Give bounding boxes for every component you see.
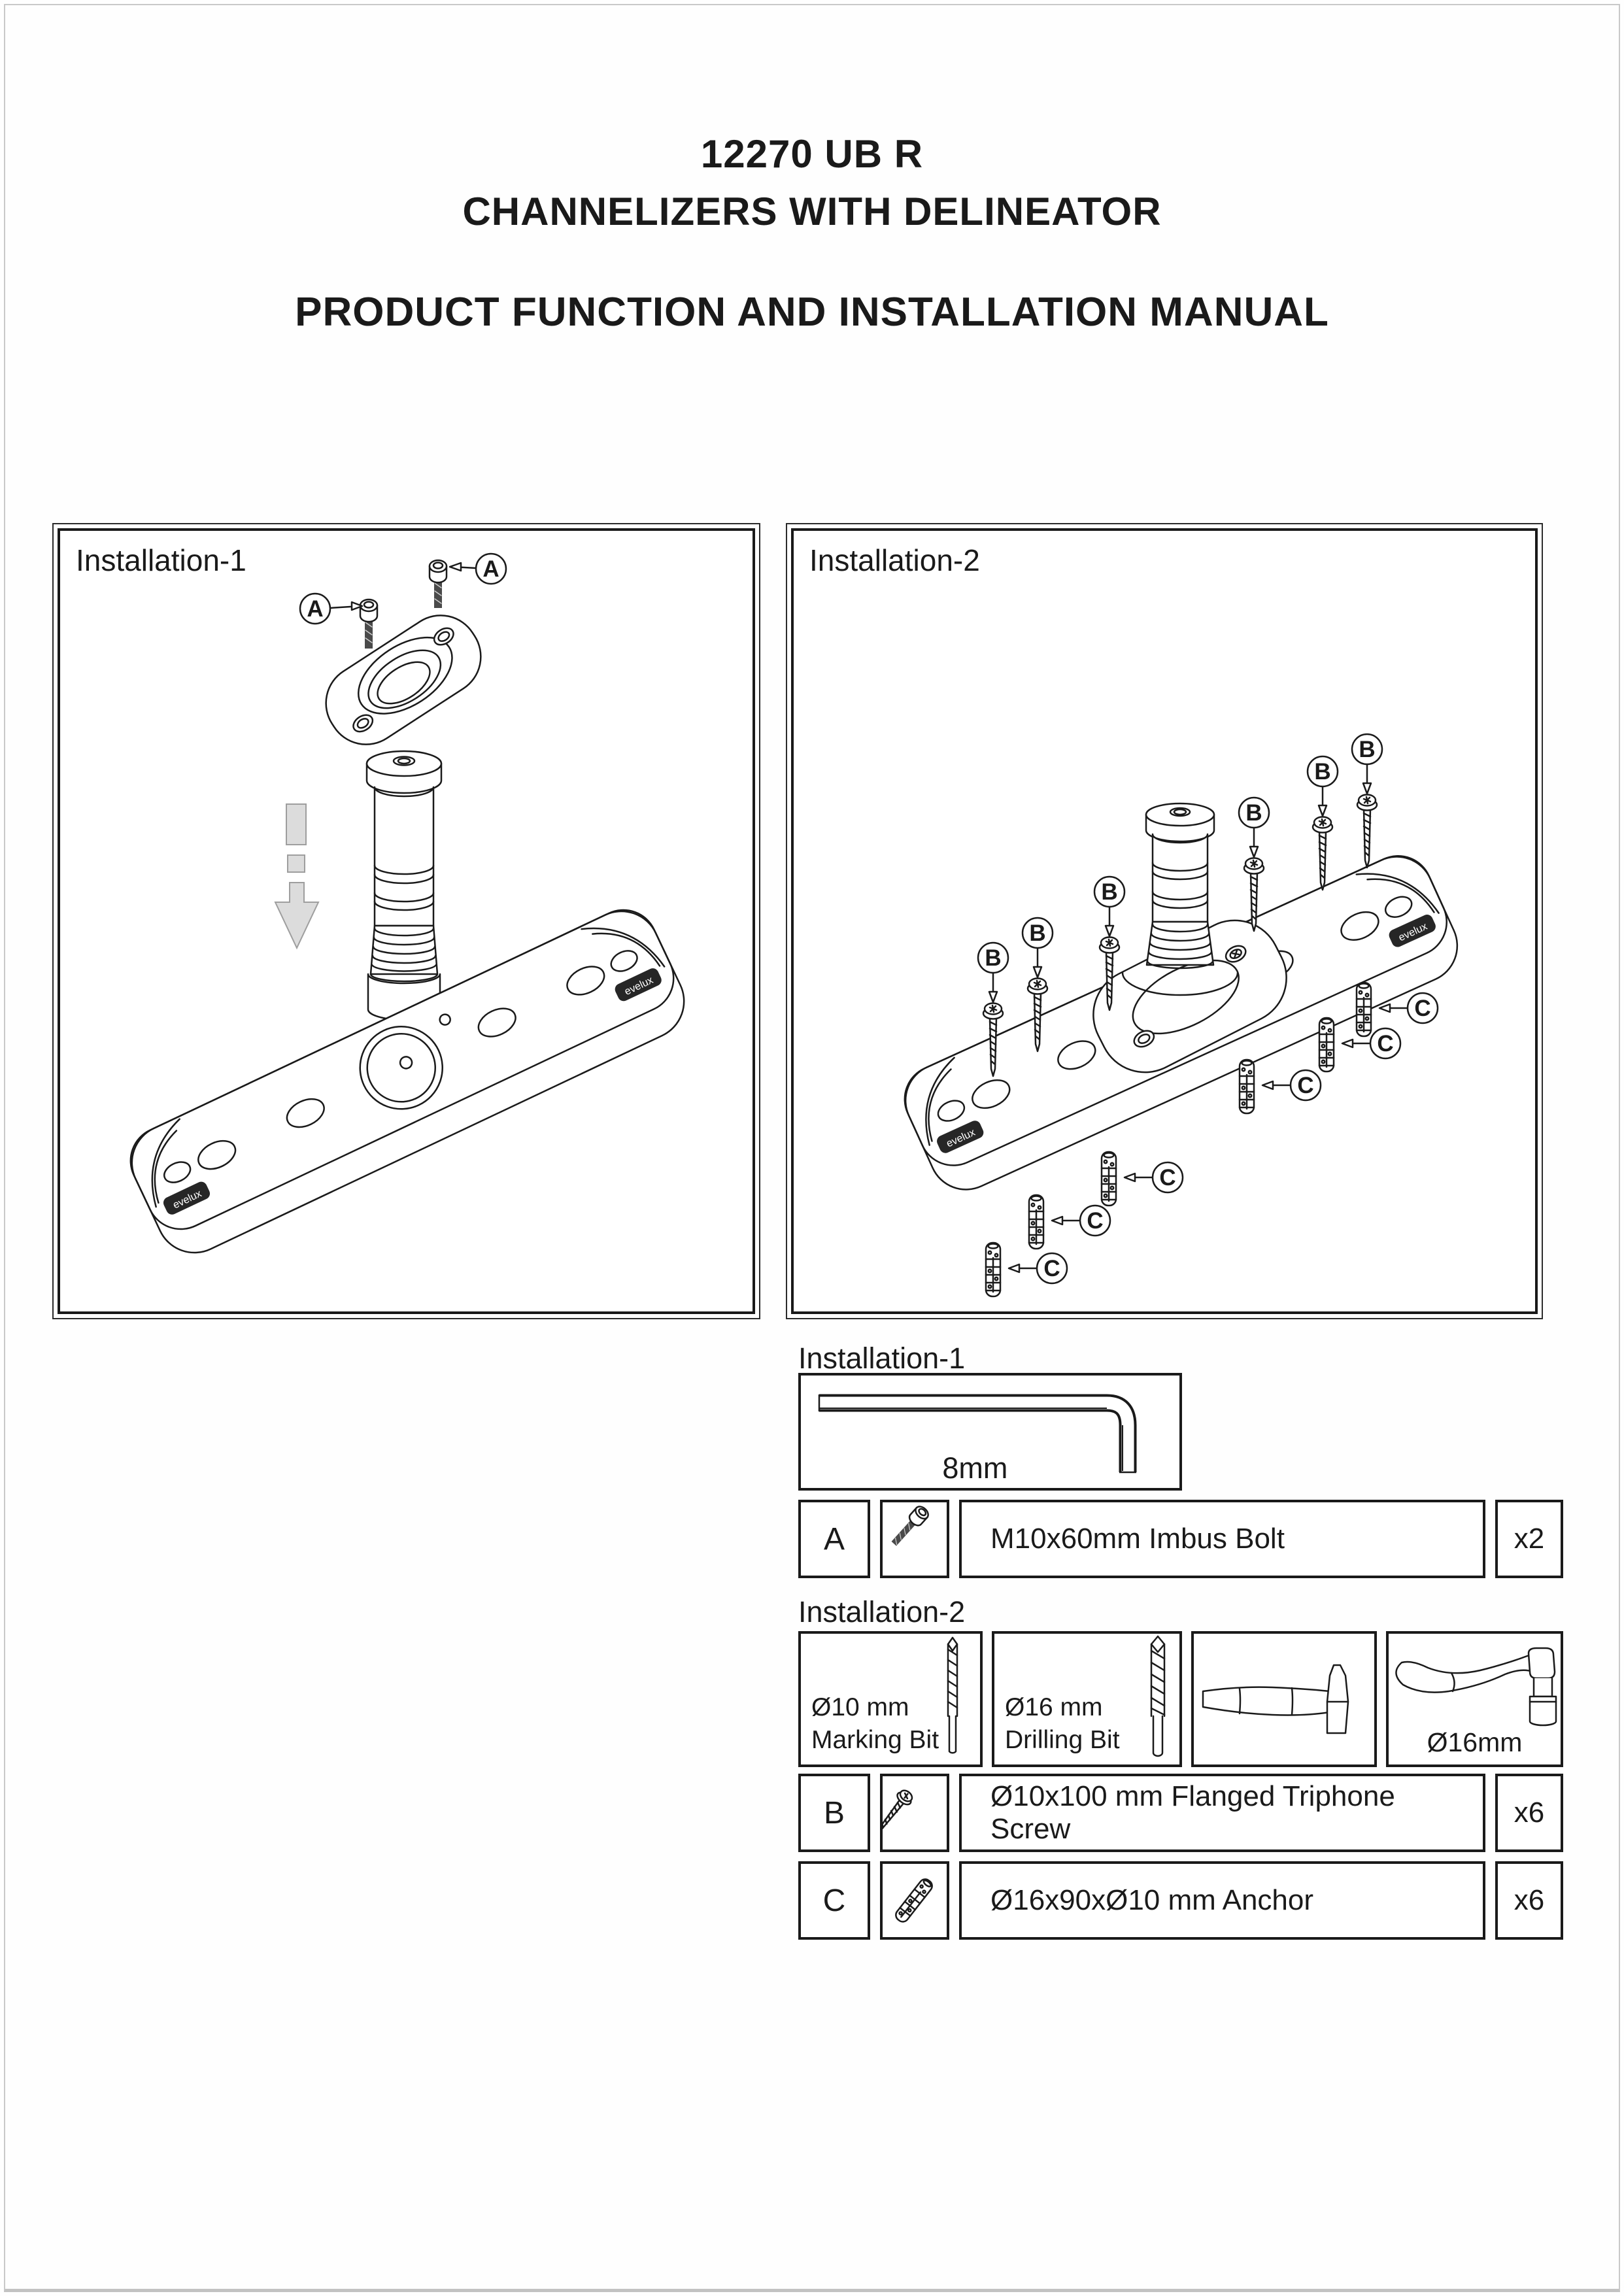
svg-text:B: B: [1359, 737, 1375, 762]
delineator-post-drawing: [1121, 802, 1239, 996]
svg-text:B: B: [1314, 759, 1330, 785]
callout-a-2-letter: A: [307, 596, 323, 622]
callout-b-5: B: [1021, 917, 1054, 1053]
svg-text:B: B: [985, 945, 1001, 971]
callout-c-2: C: [1318, 1017, 1402, 1073]
drilling-bit-label: Ø16 mm Drilling Bit: [1005, 1693, 1120, 1754]
callout-c-5: C: [1028, 1194, 1111, 1250]
allen-key-size-label: 8mm: [942, 1451, 1008, 1485]
callout-b-6: B: [977, 941, 1009, 1077]
svg-text:C: C: [1414, 996, 1430, 1021]
delineator-post-drawing: [365, 750, 443, 1021]
parts-heading-installation-1: Installation-1: [798, 1342, 966, 1375]
callout-a-1: A: [448, 552, 507, 585]
svg-text:C: C: [1297, 1073, 1313, 1098]
drilling-bit-icon: [1150, 1635, 1166, 1757]
marking-bit-icon: [947, 1636, 958, 1754]
marking-bit-box: Ø10 mm Marking Bit: [798, 1631, 983, 1767]
flanged-triphone-screw-icon: [883, 1789, 913, 1833]
callout-b-1: B: [1238, 796, 1270, 932]
part-row-a-id: A: [798, 1500, 870, 1578]
part-row-b-icon-box: [880, 1774, 949, 1852]
svg-text:C: C: [1087, 1208, 1103, 1234]
svg-text:B: B: [1029, 920, 1045, 946]
parts-heading-installation-2: Installation-2: [798, 1595, 966, 1629]
product-name: CHANNELIZERS WITH DELINEATOR: [462, 190, 1162, 233]
callout-b-2: B: [1306, 755, 1339, 891]
socket-wrench-box: Ø16mm: [1386, 1631, 1563, 1767]
callout-a-2: A: [299, 592, 364, 625]
callout-b-3: B: [1351, 733, 1383, 869]
installation-1-panel-label: Installation-1: [76, 543, 246, 577]
drilling-bit-box: Ø16 mm Drilling Bit: [992, 1631, 1182, 1767]
brand-badge: evelux: [615, 968, 662, 1002]
part-row-c-icon-box: [880, 1861, 949, 1940]
product-code: 12270 UB R: [700, 132, 924, 176]
callout-b-4: B: [1093, 875, 1126, 1011]
channelizer-base-drawing: evelux evelux: [129, 909, 685, 1254]
installation-1-drawing: A A: [129, 552, 685, 1254]
allen-key-box: 8mm: [798, 1373, 1182, 1491]
svg-text:B: B: [1101, 879, 1117, 905]
svg-text:C: C: [1043, 1256, 1060, 1281]
document-header: 12270 UB R CHANNELIZERS WITH DELINEATOR …: [0, 126, 1624, 335]
hammer-box: [1191, 1631, 1377, 1767]
part-row-c-qty: x6: [1495, 1861, 1563, 1940]
installation-2-frame: Installation-2: [791, 528, 1538, 1314]
svg-text:C: C: [1377, 1031, 1393, 1056]
imbus-bolt-icon: [891, 1506, 929, 1546]
installation-2-panel: Installation-2: [786, 523, 1543, 1319]
part-row-a-description: M10x60mm Imbus Bolt: [959, 1500, 1485, 1578]
part-row-c-description: Ø16x90xØ10 mm Anchor: [959, 1861, 1485, 1940]
allen-key-icon: [818, 1394, 1137, 1474]
part-row-c-id: C: [798, 1861, 870, 1940]
svg-text:C: C: [1159, 1165, 1176, 1190]
document-title: PRODUCT FUNCTION AND INSTALLATION MANUAL: [295, 290, 1329, 335]
callout-b-group: B B B: [977, 733, 1383, 1077]
part-row-b-qty: x6: [1495, 1774, 1563, 1852]
part-row-b-id: B: [798, 1774, 870, 1852]
socket-wrench-icon: [1395, 1647, 1557, 1727]
part-row-a-icon-box: [880, 1500, 949, 1578]
insert-direction-arrow: [274, 803, 320, 950]
svg-text:B: B: [1245, 800, 1262, 826]
installation-1-panel: Installation-1 A: [52, 523, 760, 1319]
saddle-cap-drawing: [325, 615, 482, 745]
installation-1-frame: Installation-1 A: [58, 528, 755, 1314]
part-row-b-description: Ø10x100 mm Flanged Triphone Screw: [959, 1774, 1485, 1852]
installation-2-panel-label: Installation-2: [809, 543, 980, 577]
hammer-icon: [1202, 1664, 1349, 1734]
imbus-bolt-drawing: [359, 598, 379, 649]
callout-c-1: C: [1355, 981, 1439, 1038]
callout-c-4: C: [1100, 1151, 1184, 1207]
anchor-icon: [895, 1878, 933, 1923]
callout-c-3: C: [1238, 1058, 1322, 1115]
socket-wrench-size-label: Ø16mm: [1427, 1727, 1523, 1757]
installation-2-drawing: evelux evelux: [904, 733, 1459, 1298]
callout-a-1-letter: A: [482, 556, 499, 582]
imbus-bolt-drawing: [428, 559, 448, 608]
part-row-a-qty: x2: [1495, 1500, 1563, 1578]
marking-bit-label: Ø10 mm Marking Bit: [811, 1693, 939, 1754]
callout-c-group: C C C: [985, 981, 1439, 1298]
callout-c-6: C: [985, 1241, 1068, 1298]
